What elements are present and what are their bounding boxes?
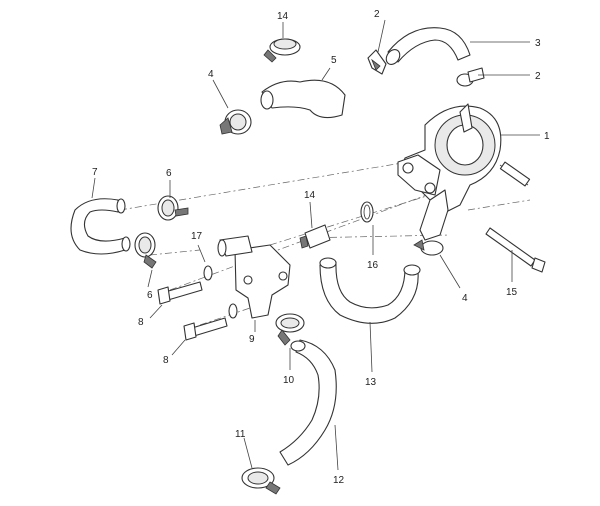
callout-5: 5 (331, 55, 337, 66)
bolt-15 (485, 227, 546, 273)
hose-upper (385, 27, 471, 65)
callout-2-right: 2 (535, 71, 541, 82)
callout-1: 1 (544, 131, 550, 142)
callout-10: 10 (283, 375, 295, 386)
water-pump-assembly (397, 103, 531, 241)
callout-2-top: 2 (374, 9, 380, 20)
connector-14 (299, 224, 331, 249)
callout-labels: 1 2 3 2 14 5 4 6 7 14 17 6 8 9 8 10 11 1… (92, 9, 550, 486)
callout-8-lower: 8 (163, 355, 169, 366)
callout-14-top: 14 (277, 11, 289, 22)
bolt-upper (157, 281, 203, 305)
hose-clamp-lower-right (413, 239, 444, 256)
callout-6-upper: 6 (166, 168, 172, 179)
hose-clamp-top (263, 38, 301, 63)
o-ring-16 (360, 201, 374, 223)
callout-16: 16 (367, 260, 379, 271)
callout-8-upper: 8 (138, 317, 144, 328)
callout-17: 17 (191, 231, 203, 242)
callout-14-mid: 14 (304, 190, 316, 201)
callout-9: 9 (249, 334, 255, 345)
washer-17 (203, 265, 213, 281)
callout-13: 13 (365, 377, 377, 388)
thermostat-housing (217, 235, 291, 319)
hose-clamp-upper (157, 195, 189, 221)
hose-left (70, 198, 131, 255)
callout-15: 15 (506, 287, 518, 298)
spring-clip-right (456, 67, 485, 87)
hose-clamp-10 (275, 313, 305, 346)
callout-4-upper: 4 (208, 69, 214, 80)
callout-12: 12 (333, 475, 345, 486)
hose-clamp-11 (241, 467, 281, 495)
spring-clip-top (367, 49, 387, 75)
elbow-hose (260, 79, 346, 119)
leader-lines (91, 19, 540, 471)
callout-6-lower: 6 (147, 290, 153, 301)
callout-4-lower: 4 (462, 293, 468, 304)
callout-7: 7 (92, 167, 98, 178)
hose-large (319, 257, 421, 324)
hose-lower (279, 339, 337, 466)
bolt-lower (183, 303, 238, 341)
hose-clamp-left (219, 109, 252, 135)
hose-clamp-lower (134, 232, 157, 269)
callout-3: 3 (535, 38, 541, 49)
callout-11: 11 (235, 429, 246, 440)
